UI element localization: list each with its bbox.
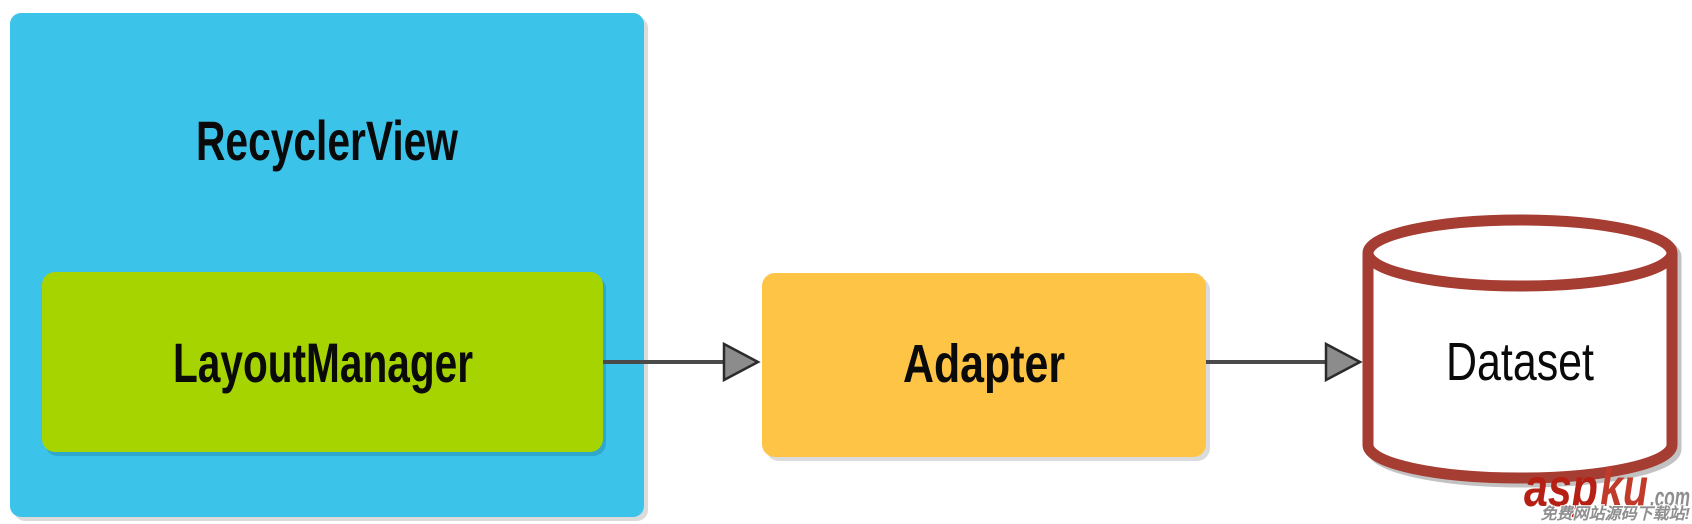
watermark-brand-asp: asp	[1524, 458, 1598, 518]
layoutmanager-box	[42, 272, 603, 452]
layoutmanager-node: LayoutManager	[42, 272, 606, 456]
watermark-brand-com: .com	[1650, 482, 1690, 512]
adapter-label: Adapter	[903, 334, 1065, 394]
dataset-cylinder-body	[1362, 253, 1678, 484]
watermark: asp ku .com 免费网站源码下载站!	[1524, 458, 1692, 524]
watermark-tagline: 免费网站源码下载站!	[1541, 505, 1691, 523]
recyclerview-label: RecyclerView	[196, 109, 458, 172]
arrowhead-icon	[1324, 341, 1363, 383]
arrow-adapter-to-dataset	[1206, 341, 1363, 383]
arrowhead-icon	[722, 341, 761, 383]
dataset-cylinder-top	[1362, 214, 1678, 292]
watermark-brand-ku: ku	[1600, 458, 1648, 518]
layoutmanager-label: LayoutManager	[173, 331, 473, 394]
dataset-label: Dataset	[1446, 332, 1594, 392]
arrow-layoutmanager-to-adapter	[603, 341, 761, 383]
adapter-node: Adapter	[762, 273, 1210, 461]
adapter-box	[762, 273, 1206, 457]
dataset-node: Dataset	[1362, 214, 1682, 488]
